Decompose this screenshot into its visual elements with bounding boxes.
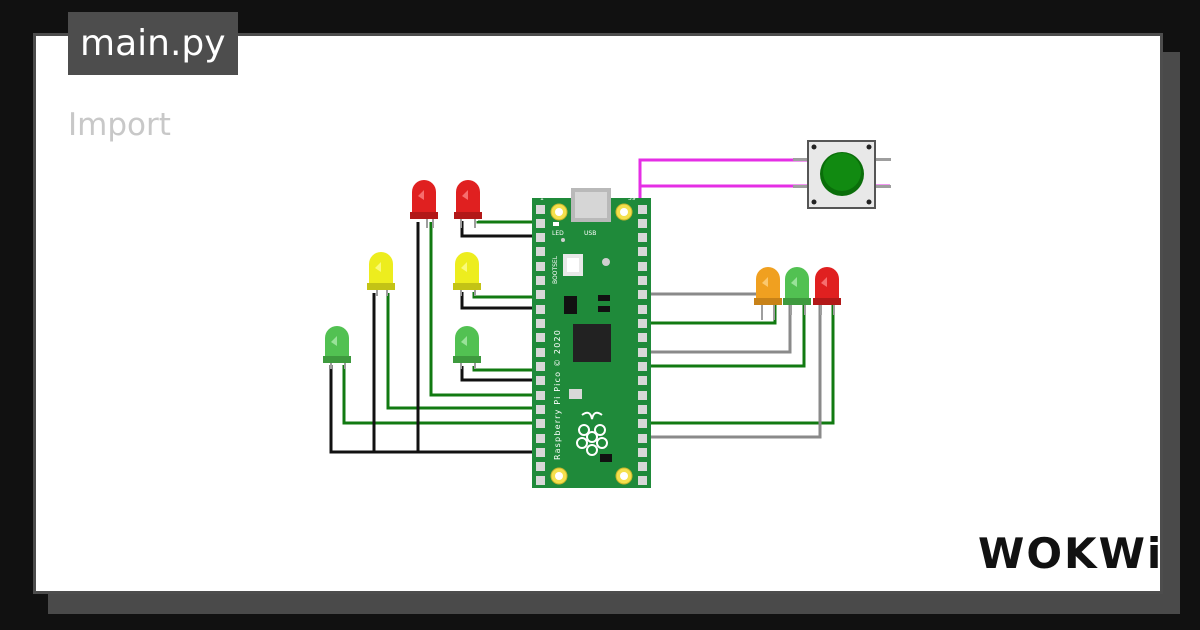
led-yellow-2[interactable] [453,252,481,296]
wire-green [429,222,540,397]
onboard-led [553,222,559,226]
wire-black [329,365,540,454]
wire-green [640,305,835,425]
wire-green [640,305,806,368]
wire-gray [640,292,764,302]
file-tab-main-py[interactable]: main.py [68,12,238,75]
code-preview-line: Import [68,107,171,143]
wire-black [460,366,540,382]
led-yellow-1[interactable] [367,252,395,296]
wire-gray [640,305,822,439]
led-green-2[interactable] [453,326,481,369]
led-label: LED [552,230,564,237]
wire-green [472,292,540,299]
wire-magenta [628,158,810,283]
led-orange[interactable] [754,267,782,320]
pushbutton[interactable] [793,140,891,209]
raspberry-pi-pico-board[interactable]: USB LED 1 39 BOOTSEL Raspberry Pi Pico ©… [532,188,651,488]
wire-black [460,292,540,310]
wire-green [472,366,540,372]
led-green-3[interactable] [783,267,811,315]
led-red-1[interactable] [410,180,438,228]
wire-green [386,293,540,410]
bootsel-label: BOOTSEL [552,255,559,284]
led-red-3[interactable] [813,267,841,315]
usb-label: USB [584,230,596,237]
raspberry-logo-icon [576,411,608,456]
wire-green [640,302,777,325]
pin-label-1: 1 [540,195,544,202]
wire-gray [640,305,792,354]
wire-green [342,365,540,425]
wire-green [476,220,540,224]
led-red-2[interactable] [454,180,482,228]
wokwi-logo-text: WOKWi [978,529,1163,578]
rp2040-chip [573,324,611,362]
board-silkscreen: Raspberry Pi Pico © 2020 [553,329,562,460]
led-green-1[interactable] [323,326,351,369]
pin-label-39: 39 [628,195,636,202]
wokwi-logo: WOKWi [978,529,1163,578]
